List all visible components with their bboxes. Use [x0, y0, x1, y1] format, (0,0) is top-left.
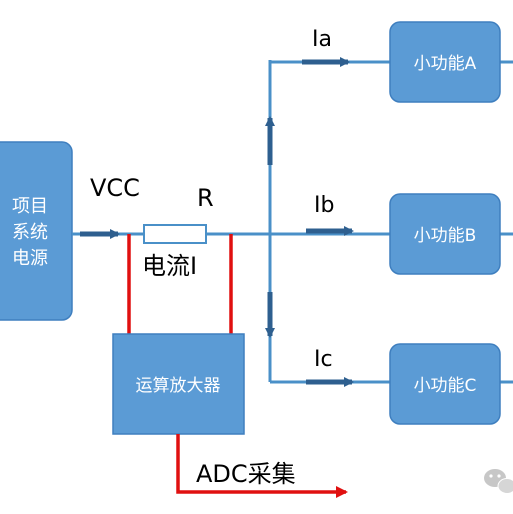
load-box-a: [389, 21, 501, 103]
power-source-box: [0, 141, 73, 321]
load-label-a: 小功能A: [414, 54, 477, 74]
adc-label: ADC采集: [196, 460, 296, 488]
vcc-label: VCC: [90, 174, 140, 202]
ic-label: Ic: [314, 347, 333, 372]
power-source-line-2: 系统: [12, 222, 48, 243]
load-box-b: [389, 193, 501, 275]
load-label-c: 小功能C: [414, 376, 477, 396]
ia-label: Ia: [312, 27, 332, 52]
resistor: [143, 224, 207, 244]
wechat-icon: [484, 469, 513, 494]
current-label: 电流I: [142, 252, 197, 280]
resistor-label: R: [197, 184, 214, 212]
amplifier-label: 运算放大器: [136, 376, 221, 396]
amplifier-box: [112, 333, 245, 435]
load-box-c: [389, 343, 501, 425]
power-source-line-3: 电源: [12, 248, 48, 269]
power-source-line-1: 项目: [12, 196, 48, 217]
ib-label: Ib: [314, 193, 334, 218]
adc-output-wire: [176, 434, 348, 498]
load-label-b: 小功能B: [414, 226, 477, 246]
